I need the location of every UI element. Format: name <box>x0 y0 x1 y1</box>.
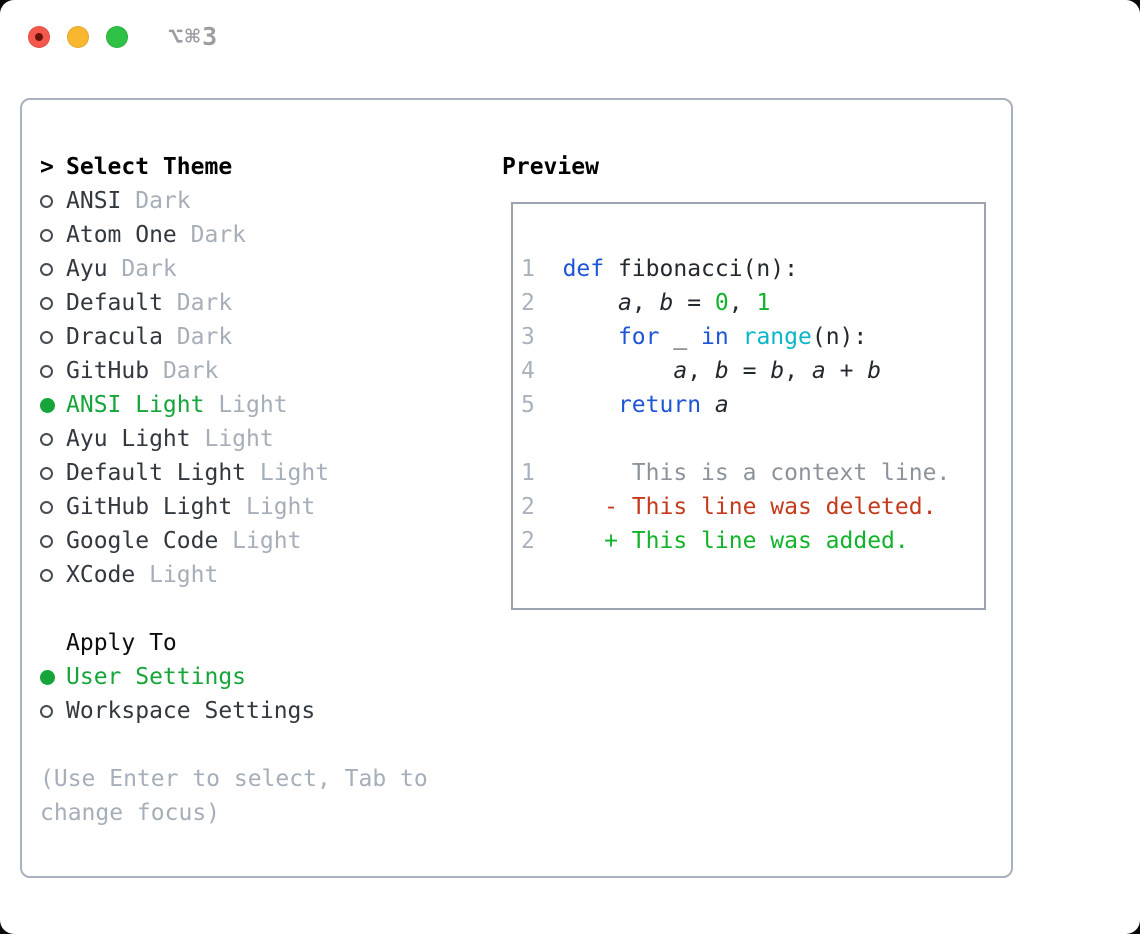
radio-icon <box>40 568 53 582</box>
radio-selected-icon <box>40 397 55 413</box>
theme-name: Atom One <box>66 222 177 248</box>
apply-option-1[interactable]: Workspace Settings <box>40 694 470 728</box>
radio-icon <box>40 704 53 718</box>
radio-icon <box>40 364 53 378</box>
titlebar: ⌥⌘3 <box>0 0 1140 74</box>
code-line: 4 a, b = b, a + b <box>521 358 882 384</box>
theme-variant: Dark <box>107 256 177 282</box>
theme-variant: Dark <box>162 290 233 316</box>
theme-option-4[interactable]: Dracula Dark <box>40 320 470 354</box>
line-number: 2 <box>521 528 535 554</box>
line-number: 2 <box>521 290 535 316</box>
code-line: 2 - This line was deleted. <box>521 494 937 520</box>
radio-selected-icon <box>40 669 55 685</box>
line-number: 2 <box>521 494 535 520</box>
radio-icon <box>40 194 53 208</box>
theme-variant: Light <box>135 562 219 588</box>
theme-option-1[interactable]: Atom One Dark <box>40 218 470 252</box>
code-line: 5 return a <box>521 392 729 418</box>
zoom-button[interactable] <box>106 26 128 48</box>
close-dot-icon <box>35 33 43 41</box>
theme-variant: Light <box>232 494 316 520</box>
line-number: 1 <box>521 460 535 486</box>
line-number: 4 <box>521 358 535 384</box>
apply-to-header-row: Apply To <box>40 626 470 660</box>
theme-option-2[interactable]: Ayu Dark <box>40 252 470 286</box>
code-line: 1 def fibonacci(n): <box>521 256 798 282</box>
theme-name: XCode <box>66 562 136 588</box>
spacer-row <box>40 592 470 626</box>
theme-option-10[interactable]: Google Code Light <box>40 524 470 558</box>
panel-title: Select Theme <box>66 154 233 180</box>
window-shortcut-label: ⌥⌘3 <box>168 22 220 51</box>
spacer-row <box>40 728 470 762</box>
theme-option-7[interactable]: Ayu Light Light <box>40 422 470 456</box>
panel-header-row: > Select Theme <box>40 150 470 184</box>
close-button[interactable] <box>28 26 50 48</box>
code-line: 3 for _ in range(n): <box>521 324 868 350</box>
radio-icon <box>40 228 53 242</box>
theme-option-5[interactable]: GitHub Dark <box>40 354 470 388</box>
code-line: 2 a, b = 0, 1 <box>521 290 771 316</box>
theme-name: GitHub <box>66 358 150 384</box>
theme-name: Dracula <box>66 324 163 350</box>
theme-variant: Light <box>204 392 288 418</box>
line-number: 1 <box>521 256 535 282</box>
apply-option-0[interactable]: User Settings <box>40 660 470 694</box>
apply-option-label: Workspace Settings <box>66 698 316 724</box>
radio-icon <box>40 466 53 480</box>
theme-option-9[interactable]: GitHub Light Light <box>40 490 470 524</box>
radio-icon <box>40 500 53 514</box>
theme-variant: Dark <box>162 324 233 350</box>
theme-name: ANSI Light <box>66 392 205 418</box>
code-preview: 1 def fibonacci(n): 2 a, b = 0, 1 3 for _ … <box>521 252 984 558</box>
theme-option-6[interactable]: ANSI Light Light <box>40 388 470 422</box>
code-line: 1 This is a context line. <box>521 460 951 486</box>
line-number: 5 <box>521 392 535 418</box>
theme-name: Ayu Light <box>66 426 191 452</box>
apply-option-label: User Settings <box>66 664 247 690</box>
theme-variant: Light <box>246 460 330 486</box>
theme-name: Google Code <box>66 528 219 554</box>
theme-option-0[interactable]: ANSI Dark <box>40 184 470 218</box>
theme-variant: Dark <box>121 188 191 214</box>
theme-option-3[interactable]: Default Dark <box>40 286 470 320</box>
theme-name: Default Light <box>66 460 247 486</box>
radio-icon <box>40 296 53 310</box>
theme-name: Default <box>66 290 163 316</box>
radio-icon <box>40 262 53 276</box>
theme-name: GitHub Light <box>66 494 233 520</box>
theme-variant: Dark <box>176 222 247 248</box>
theme-option-11[interactable]: XCode Light <box>40 558 470 592</box>
code-line: 2 + This line was added. <box>521 528 909 554</box>
radio-icon <box>40 330 53 344</box>
theme-name: Ayu <box>66 256 108 282</box>
minimize-button[interactable] <box>67 26 89 48</box>
code-line <box>521 422 984 456</box>
theme-variant: Light <box>218 528 302 554</box>
theme-name: ANSI <box>66 188 122 214</box>
preview-title: Preview <box>502 154 599 180</box>
theme-variant: Light <box>190 426 274 452</box>
theme-variant: Dark <box>149 358 219 384</box>
theme-option-8[interactable]: Default Light Light <box>40 456 470 490</box>
selection-cursor-icon: > <box>40 154 54 180</box>
apply-to-title: Apply To <box>66 630 177 656</box>
preview-box: 1 def fibonacci(n): 2 a, b = 0, 1 3 for _ … <box>511 202 986 610</box>
help-text: (Use Enter to select, Tab to change focu… <box>40 766 428 826</box>
radio-icon <box>40 432 53 446</box>
line-number: 3 <box>521 324 535 350</box>
radio-icon <box>40 534 53 548</box>
